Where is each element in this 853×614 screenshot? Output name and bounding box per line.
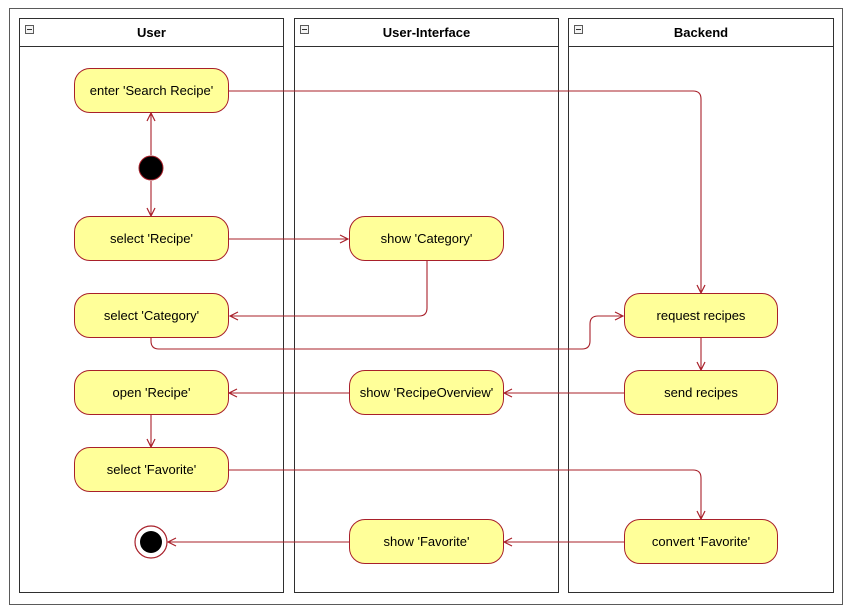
lane-header-user: User	[20, 19, 283, 47]
activity-open-recipe[interactable]: open 'Recipe'	[74, 370, 229, 415]
activity-show-category[interactable]: show 'Category'	[349, 216, 504, 261]
activity-select-recipe[interactable]: select 'Recipe'	[74, 216, 229, 261]
lane-title-backend: Backend	[673, 25, 729, 40]
lane-title-user-interface: User-Interface	[382, 25, 471, 40]
flow-enter-search-to-request-recipes	[229, 90, 701, 293]
lane-header-backend: Backend	[569, 19, 833, 47]
flow-select-favorite-to-convert-favorite	[229, 469, 701, 519]
lane-title-user: User	[137, 25, 166, 40]
activity-select-favorite[interactable]: select 'Favorite'	[74, 447, 229, 492]
activity-send-recipes[interactable]: send recipes	[624, 370, 778, 415]
collapse-toggle-icon[interactable]	[300, 25, 309, 34]
flow-show-category-to-select-category	[230, 261, 428, 316]
collapse-toggle-icon[interactable]	[25, 25, 34, 34]
activity-show-recipe-overview[interactable]: show 'RecipeOverview'	[349, 370, 504, 415]
lane-header-user-interface: User-Interface	[295, 19, 558, 47]
initial-node	[138, 155, 164, 181]
activity-request-recipes[interactable]: request recipes	[624, 293, 778, 338]
activity-show-favorite[interactable]: show 'Favorite'	[349, 519, 504, 564]
flow-select-category-to-request-recipes	[150, 316, 623, 350]
final-node-core	[140, 531, 162, 553]
collapse-toggle-icon[interactable]	[574, 25, 583, 34]
activity-enter-search-recipe[interactable]: enter 'Search Recipe'	[74, 68, 229, 113]
activity-convert-favorite[interactable]: convert 'Favorite'	[624, 519, 778, 564]
activity-select-category[interactable]: select 'Category'	[74, 293, 229, 338]
